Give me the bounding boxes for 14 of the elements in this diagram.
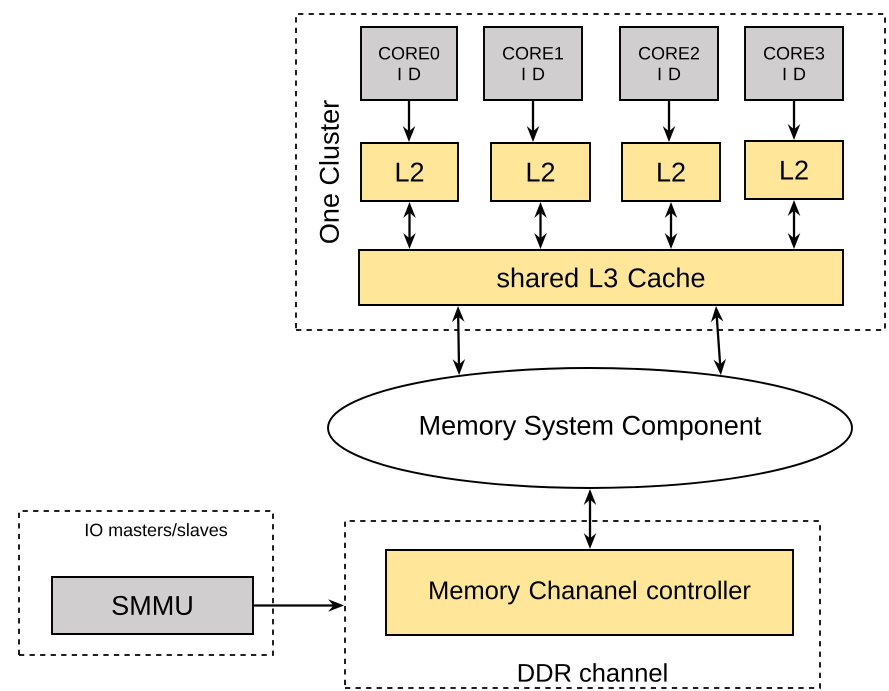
core-box: CORE1 I D [483,26,583,101]
cache-box: Memory Chananel controller [385,549,794,636]
group-label: IO masters/slaves [86,523,228,536]
cache-box: L2 [744,140,844,200]
cluster-label: One Cluster [319,100,339,243]
cache-box: L2 [360,142,459,202]
cache-box: shared L3 Cache [358,249,844,306]
cache-box: L2 [490,142,591,202]
core-box: CORE3 I D [744,26,844,101]
core-box: SMMU [51,576,254,635]
core-box: CORE2 I D [619,26,719,101]
group-label: DDR channel [518,663,667,682]
core-box: CORE0 I D [360,26,458,101]
cache-box: L2 [621,142,721,202]
